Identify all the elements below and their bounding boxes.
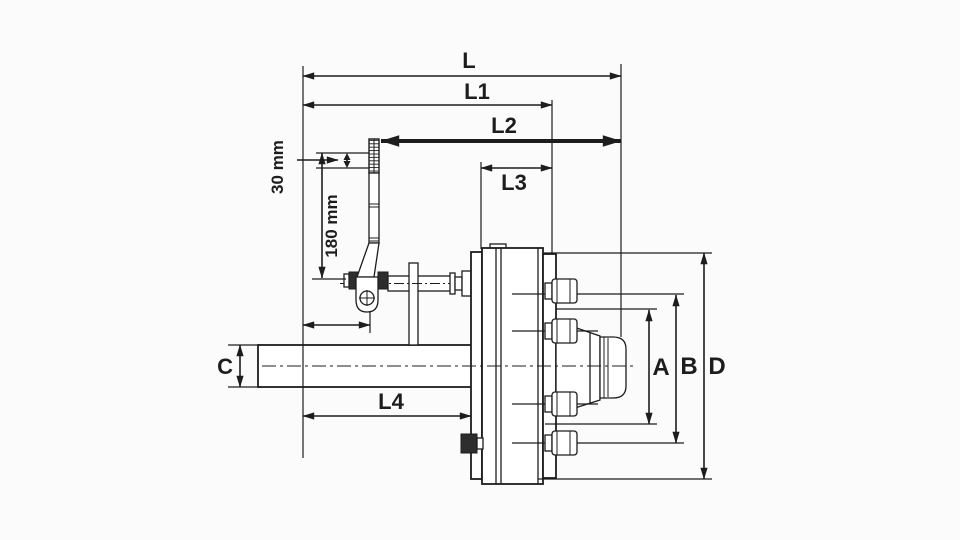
dim-label-C: C: [217, 354, 233, 379]
dimension-180mm: 180 mm: [318, 152, 341, 279]
dimension-C: C: [217, 344, 244, 388]
dim-label-180mm: 180 mm: [322, 194, 341, 257]
dim-label-L2: L2: [491, 113, 517, 138]
dim-label-B: B: [680, 353, 697, 380]
brake-lever-arm: [356, 242, 380, 278]
wheel-nut-3: [544, 391, 578, 417]
brake-lever-shaft: [368, 172, 380, 244]
dimension-A: A: [645, 309, 670, 425]
brake-adjuster-stud: [460, 433, 478, 454]
mounting-plate: [408, 262, 419, 346]
extension-lines: [228, 64, 712, 480]
dimension-L2: L2: [380, 113, 622, 147]
hub-grease-cap: [599, 336, 627, 399]
dimension-D: D: [700, 252, 726, 480]
dim-label-L4: L4: [378, 389, 404, 414]
wheel-nut-1: [544, 278, 578, 304]
dimension-L3: L3: [480, 164, 553, 195]
dim-label-30mm: 30 mm: [268, 140, 287, 194]
brake-lever: [355, 138, 380, 313]
dimension-L4: L4: [302, 389, 472, 420]
wheel-nut-4: [544, 430, 578, 456]
dimension-L: L: [302, 48, 622, 80]
dim-label-D: D: [708, 353, 725, 380]
cam-shaft-spline-right: [377, 271, 389, 290]
dim-label-L: L: [462, 48, 475, 73]
wheel-nut-2: [544, 318, 578, 344]
axle-assembly: [257, 138, 684, 485]
dim-label-A: A: [652, 354, 669, 381]
cam-shaft-end-cap: [343, 273, 350, 288]
dimension-30mm: 30 mm: [268, 140, 351, 194]
cam-rod-collars: [449, 270, 472, 297]
dimension-B: B: [672, 294, 698, 444]
dimension-L1: L1: [302, 79, 553, 109]
dim-label-L3: L3: [501, 170, 527, 195]
dim-label-L1: L1: [464, 79, 490, 104]
